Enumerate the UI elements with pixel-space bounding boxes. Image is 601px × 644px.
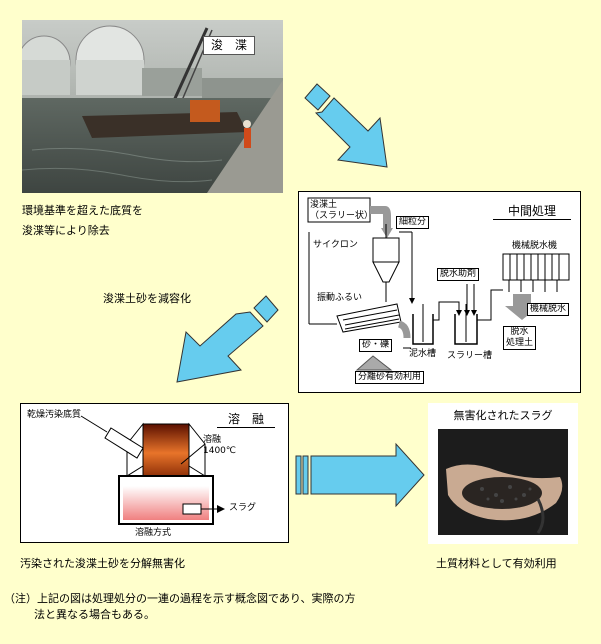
footnote-line1: （注）上記の図は処理処分の一連の過程を示す概念図であり、実際の方 bbox=[4, 592, 356, 605]
machine-dewater-label: 機械脱水 bbox=[527, 303, 570, 316]
melting-method-label: 溶融方式 bbox=[135, 528, 172, 538]
dewater-agent-label: 脱水助剤 bbox=[437, 268, 480, 281]
slag-photo-panel: 無害化されたスラグ bbox=[428, 403, 578, 544]
process-panel: 浚渫土 （スラリー状） 細粒分 中間処理 サイクロン 振動ふるい 砂・礫 泥水槽… bbox=[298, 191, 581, 393]
melting-furnace-diagram bbox=[80, 415, 225, 525]
footnote-line2: 法と異なる場合もある。 bbox=[34, 608, 155, 621]
dewatered-soil-label: 脱水 処理土 bbox=[503, 326, 537, 350]
caption-decompose: 汚染された浚渫土砂を分解無害化 bbox=[20, 557, 185, 570]
arrow-to-slag bbox=[295, 442, 425, 508]
arrow-to-melting bbox=[176, 295, 279, 383]
melting-panel: 乾燥汚染底質 溶 融 溶融 1400℃ スラグ 溶融方式 bbox=[20, 403, 289, 543]
arrow-to-process bbox=[304, 83, 388, 168]
slag-photo bbox=[438, 429, 568, 535]
dredging-photo: 浚 渫 bbox=[22, 20, 283, 193]
sludge-input-label: 浚渫土 （スラリー状） bbox=[310, 200, 374, 221]
caption-dredge-line2: 浚渫等により除去 bbox=[22, 224, 110, 237]
slurry-tank-label: スラリー槽 bbox=[447, 351, 493, 361]
dewater-machine-label: 機械脱水機 bbox=[512, 241, 558, 251]
mud-tank-label: 泥水槽 bbox=[409, 349, 437, 359]
dredging-photo-label: 浚 渫 bbox=[203, 36, 255, 55]
sand-gravel-label: 砂・礫 bbox=[359, 339, 393, 352]
caption-dredge-line1: 環境基準を超えた底質を bbox=[22, 204, 143, 217]
slag-output-label: スラグ bbox=[229, 503, 257, 513]
process-title: 中間処理 bbox=[493, 204, 571, 220]
process-diagram bbox=[307, 197, 570, 371]
slag-photo-label: 無害化されたスラグ bbox=[453, 409, 553, 422]
vibrating-screen-label: 振動ふるい bbox=[317, 293, 363, 303]
separated-sand-label: 分離砂有効利用 bbox=[355, 371, 425, 384]
melt-temp-label: 溶融 1400℃ bbox=[203, 435, 237, 456]
slag-hand-image bbox=[438, 429, 568, 535]
dredging-scene bbox=[22, 20, 283, 193]
cyclone-label: サイクロン bbox=[313, 240, 358, 250]
melting-title: 溶 融 bbox=[217, 412, 275, 428]
caption-reduce: 浚渫土砂を減容化 bbox=[103, 292, 191, 305]
dried-sediment-label: 乾燥汚染底質 bbox=[27, 410, 82, 420]
caption-reuse: 土質材料として有効利用 bbox=[436, 557, 557, 570]
fine-particle-label: 細粒分 bbox=[396, 216, 430, 229]
